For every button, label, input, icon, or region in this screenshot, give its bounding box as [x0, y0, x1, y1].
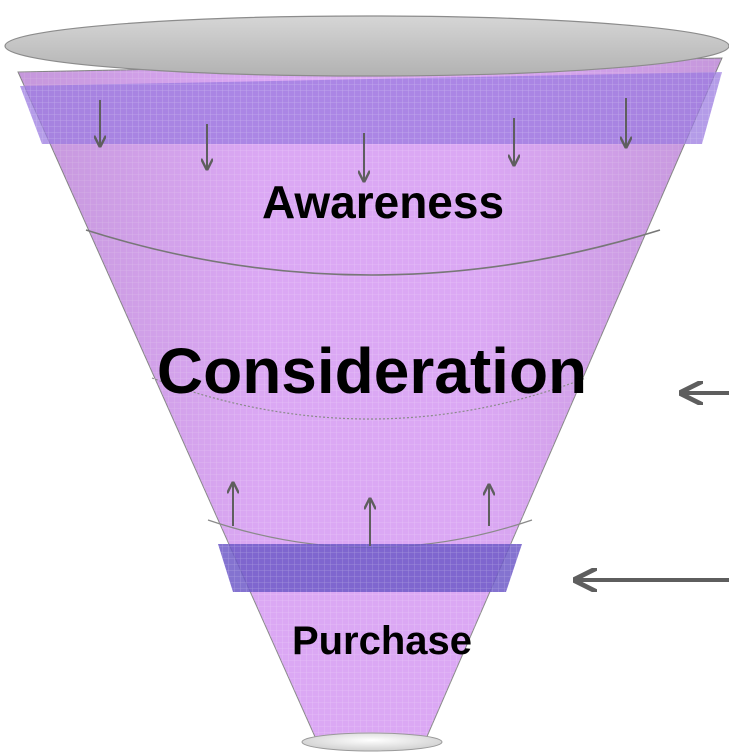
awareness-separator	[85, 229, 661, 276]
stage-label-consideration: Consideration	[157, 335, 587, 407]
top-band-texture	[20, 72, 722, 144]
funnel-rim	[4, 15, 729, 77]
up-arrows	[233, 484, 489, 546]
funnel-shading	[18, 58, 722, 748]
purchase-band-texture	[218, 544, 522, 592]
stage-label-awareness: Awareness	[262, 176, 504, 228]
down-arrows	[100, 98, 626, 180]
funnel-tip	[301, 732, 443, 752]
stage-label-purchase: Purchase	[292, 619, 472, 663]
side-arrows	[578, 393, 729, 580]
